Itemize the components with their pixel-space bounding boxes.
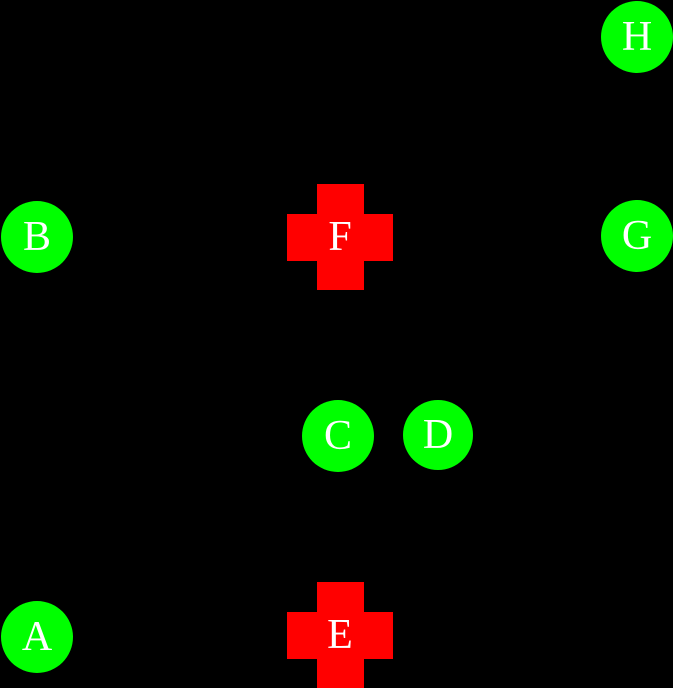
node-label: E [327, 612, 353, 658]
graph-node-H: H [601, 1, 673, 73]
node-label: G [621, 213, 653, 259]
graph-node-A: A [1, 601, 73, 673]
cross-vertical-bar [316, 184, 364, 290]
graph-node-G: G [601, 200, 673, 272]
graph-node-C: C [302, 400, 374, 472]
node-label: C [323, 413, 352, 459]
node-label: A [21, 614, 53, 660]
node-label: H [621, 14, 653, 60]
node-label: D [422, 412, 454, 458]
node-label: B [22, 214, 51, 260]
graph-node-D: D [403, 400, 473, 470]
graph-node-E: E [287, 582, 393, 688]
cross-vertical-bar [316, 582, 364, 688]
graph-node-F: F [287, 184, 393, 290]
graph-node-B: B [1, 201, 73, 273]
node-label: F [328, 214, 352, 260]
